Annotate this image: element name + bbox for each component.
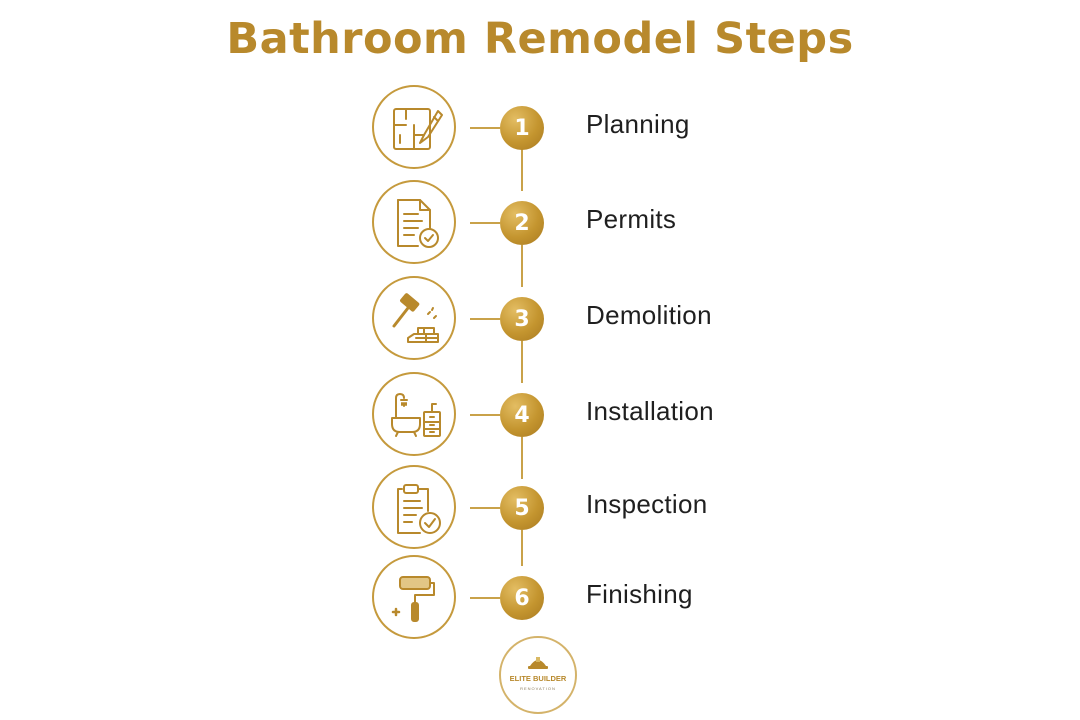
- step-6-icon-circle: [372, 555, 456, 639]
- logo-name: ELITE BUILDER: [509, 674, 567, 683]
- step-2-number: 2: [500, 201, 544, 245]
- step-1-connector: [470, 127, 500, 129]
- step-1-label: Planning: [586, 109, 690, 139]
- step-1-icon-circle: [372, 85, 456, 169]
- step-5-number: 5: [500, 486, 544, 530]
- step-3-number: 3: [500, 297, 544, 341]
- connector-line: [521, 149, 523, 191]
- step-5: 5 Inspection: [0, 465, 1080, 553]
- clipboard-check-icon: [397, 484, 441, 534]
- connector-line: [521, 341, 523, 383]
- step-4-number: 4: [500, 393, 544, 437]
- hammer-bricks-icon: [392, 293, 439, 343]
- step-3-label: Demolition: [586, 300, 712, 330]
- step-5-icon-circle: [372, 465, 456, 549]
- step-6-connector: [470, 597, 500, 599]
- step-1: 1 Planning: [0, 85, 1080, 173]
- step-2: 2 Permits: [0, 180, 1080, 268]
- step-3-icon-circle: [372, 276, 456, 360]
- step-4: 4 Installation: [0, 372, 1080, 460]
- step-5-connector: [470, 507, 500, 509]
- step-6-label: Finishing: [586, 579, 693, 609]
- step-2-icon-circle: [372, 180, 456, 264]
- document-check-icon: [397, 199, 439, 248]
- step-4-connector: [470, 414, 500, 416]
- step-3: 3 Demolition: [0, 276, 1080, 364]
- step-5-label: Inspection: [586, 489, 708, 519]
- step-2-label: Permits: [586, 204, 677, 234]
- connector-line: [521, 530, 523, 566]
- bathtub-vanity-icon: [391, 393, 441, 437]
- step-1-number: 1: [500, 106, 544, 150]
- step-4-label: Installation: [586, 396, 714, 426]
- connector-line: [521, 245, 523, 287]
- blueprint-pencil-icon: [393, 108, 443, 150]
- step-4-icon-circle: [372, 372, 456, 456]
- elite-builder-logo: ELITE BUILDER RENOVATION: [499, 636, 577, 714]
- step-2-connector: [470, 222, 500, 224]
- step-6-number: 6: [500, 576, 544, 620]
- step-3-connector: [470, 318, 500, 320]
- connector-line: [521, 437, 523, 479]
- hard-hat-icon: [528, 657, 548, 669]
- logo-subtitle: RENOVATION: [520, 686, 556, 691]
- paint-roller-icon: [391, 576, 435, 622]
- diagram-title: Bathroom Remodel Steps: [226, 14, 854, 64]
- step-6: 6 Finishing: [0, 555, 1080, 643]
